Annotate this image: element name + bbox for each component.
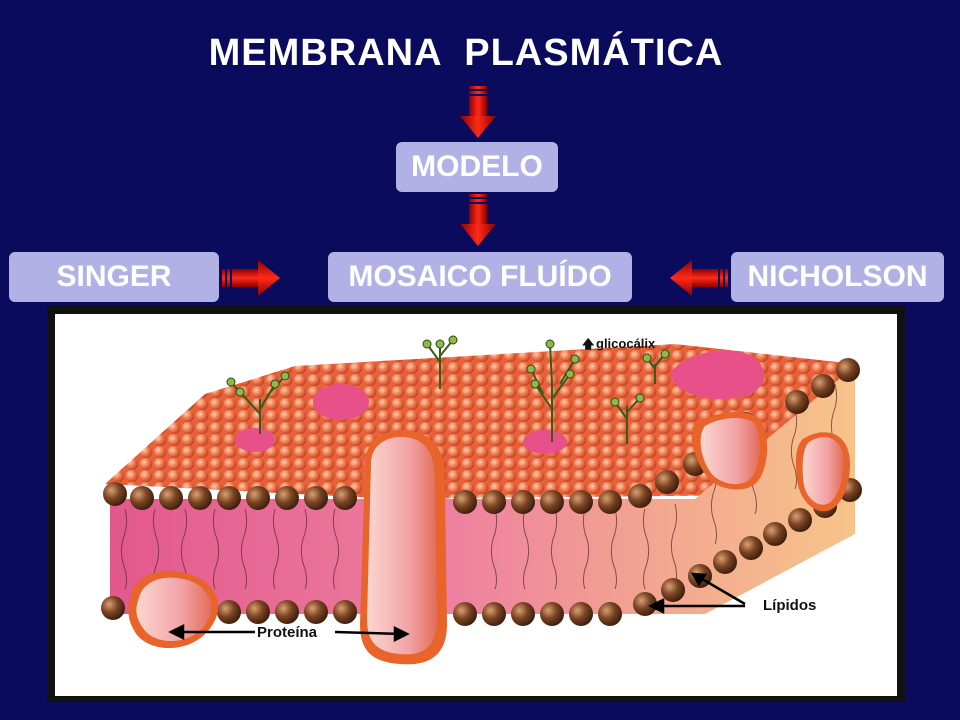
membrane-top-surface (105, 344, 855, 499)
down-arrow-icon (460, 194, 496, 246)
page-title: MEMBRANA PLASMÁTICA (208, 32, 724, 74)
singer-box: SINGER (9, 252, 219, 302)
glicocalix-label: glicocálix (596, 336, 656, 351)
peripheral-protein-right (691, 411, 851, 512)
membrane-illustration: 🡅 glicocálix Proteína Lípidos (55, 314, 897, 696)
peripheral-protein-left (128, 570, 219, 649)
mosaico-fluido-box: MOSAICO FLUÍDO (328, 252, 632, 302)
surface-proteins (235, 350, 765, 454)
membrane-illustration-frame: 🡅 glicocálix Proteína Lípidos (47, 306, 905, 702)
left-arrow-icon (670, 260, 728, 296)
nicholson-box: NICHOLSON (731, 252, 944, 302)
glycocalyx-sugars (226, 335, 670, 407)
right-arrow-icon (222, 260, 280, 296)
up-arrow-icon: 🡅 (582, 337, 595, 351)
proteina-label: Proteína (257, 624, 318, 641)
annotation-arrows (168, 572, 746, 643)
transmembrane-protein (360, 430, 447, 665)
down-arrow-icon (460, 86, 496, 138)
modelo-box: MODELO (396, 142, 558, 192)
lipidos-label: Lípidos (763, 597, 816, 614)
